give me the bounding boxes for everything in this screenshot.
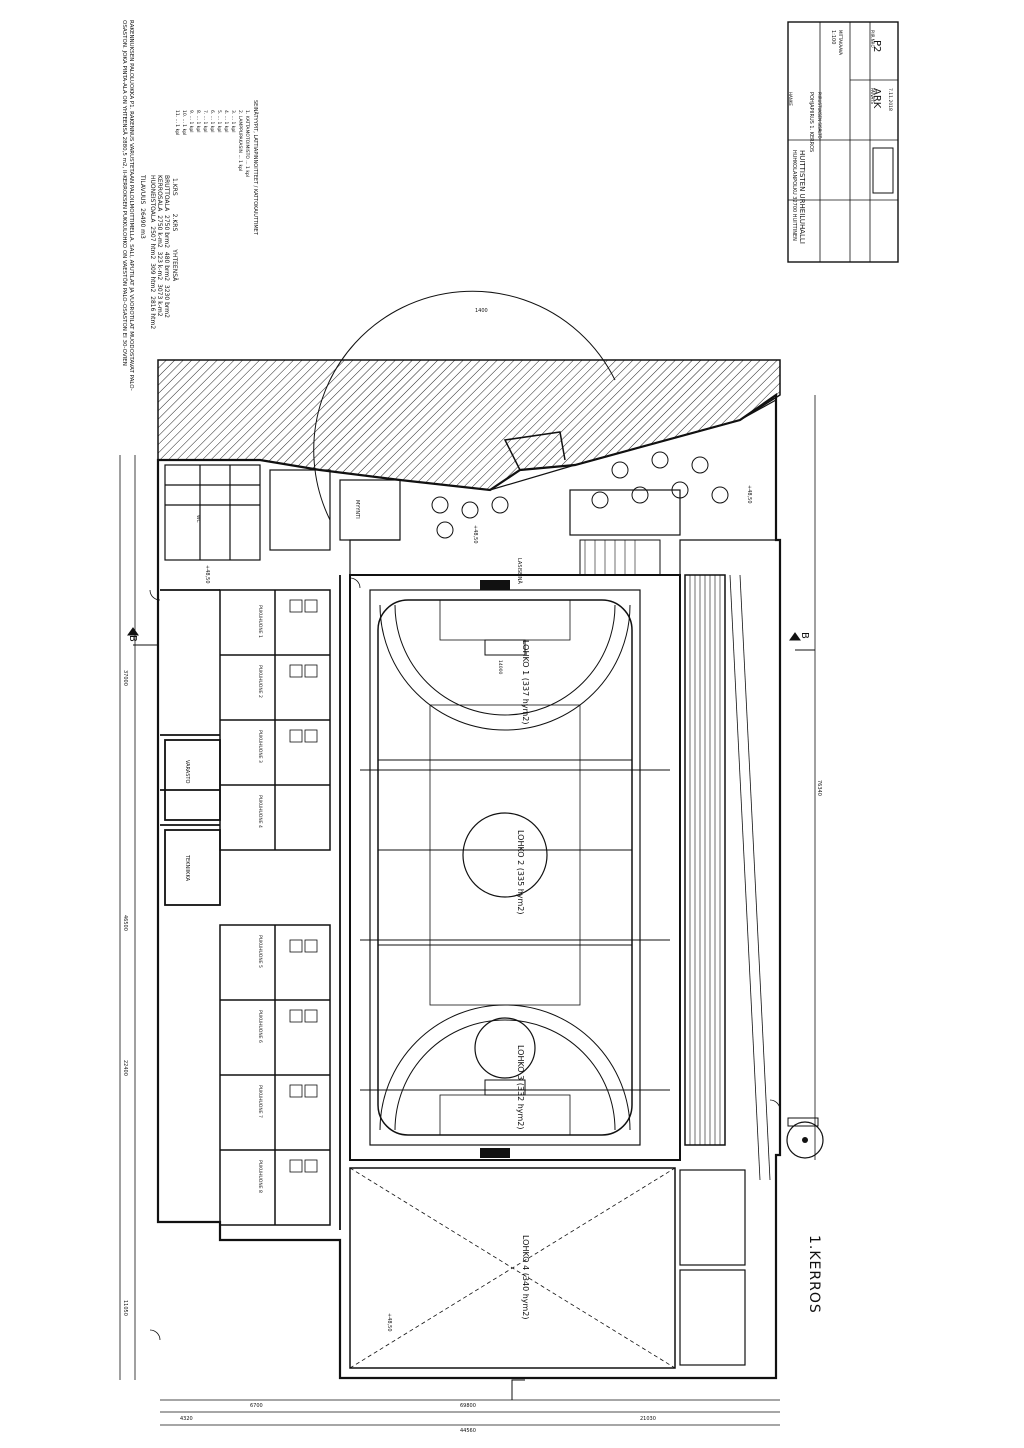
label-puku-1: PUKUHUONE 1 [257, 605, 262, 638]
stamp [872, 147, 894, 194]
tb-date: 7.11.2018 [887, 88, 892, 111]
dim-11050: 11050 [122, 1300, 128, 1316]
label-lohko-3: LOHKO 3 (332 hym2) [516, 1045, 525, 1130]
floorball-rink [377, 599, 633, 1136]
building-outline [156, 392, 782, 1380]
area-table: 1.KRS 2.KRS YHTEENSÄ [171, 178, 178, 282]
tb-label-no: PIIR.NRO [870, 30, 875, 48]
label-puku-4: PUKUHUONE 4 [257, 795, 262, 828]
elevation-3: +48,50 [746, 485, 752, 504]
dim-1400: 1400 [475, 308, 488, 314]
dim-22400: 22400 [122, 1060, 128, 1076]
title-block-frame [787, 21, 899, 263]
label-lohko-2: LOHKO 2 (335 hym2) [516, 830, 525, 915]
cafe-tables [431, 451, 729, 539]
section-mark-b-top: B [127, 635, 138, 642]
lohko-4-area [349, 1167, 676, 1369]
dim-37000: 37000 [122, 670, 128, 686]
tb-drawing: POHJAPIIRUS 1. KERROS [808, 92, 814, 153]
sports-hall [349, 574, 681, 1161]
hatched-canopy [157, 359, 781, 491]
area-row-huoneisto: HUONEISTOALA 2507 htm2 309 htm2 2816 htm… [149, 175, 156, 330]
dim-4320: 4320 [180, 1416, 193, 1422]
wc-block [164, 464, 401, 561]
label-puku-5: PUKUHUONE 5 [257, 935, 262, 968]
label-puku-6: PUKUHUONE 6 [257, 1010, 262, 1043]
area-row-brutto: BRUTTOALA 2750 brm2 480 brm2 3230 brm2 [163, 175, 170, 318]
dim-44560: 44560 [460, 1428, 476, 1434]
playing-field [369, 589, 641, 1146]
label-varasto: VARASTO [184, 760, 190, 784]
elevation-2: +48,50 [204, 565, 210, 584]
dimension-lines [119, 395, 816, 1426]
label-lohko-1: LOHKO 1 (337 hym2) [521, 640, 530, 725]
tb-project: HUITTISTEN URHEILUHALLI [798, 150, 806, 244]
elevation-4: +48,50 [386, 1313, 392, 1332]
area-intro-text: RAKENNUKSEN PALOLUOKKA P1. RAKENNUS VARU… [121, 20, 134, 391]
section-mark-b-bottom: B [799, 632, 810, 639]
entrance-arc [313, 290, 616, 521]
dim-21030: 21030 [640, 1416, 656, 1422]
dim-46500: 46500 [122, 915, 128, 931]
dim-14000: 14000 [497, 660, 502, 675]
tb-address: HUHKOLANPOLKU 32700 HUITTINEN [791, 150, 797, 241]
label-myynti: MYYNTI [354, 500, 360, 519]
center-circle [462, 812, 548, 898]
label-puku-8: PUKUHUONE 8 [257, 1160, 262, 1193]
label-puku-2: PUKUHUONE 2 [257, 665, 262, 698]
area-row-kerros: KERROSALA 2750 k-m2 323 k-m2 3073 k-m2 [156, 175, 163, 317]
spiral-stair [786, 1121, 824, 1159]
entrance-canopy [503, 431, 566, 471]
dim-76340: 76340 [816, 780, 822, 796]
tb-label-date: PÄIVÄYS [870, 88, 875, 104]
label-lohko-4: LOHKO 4 (340 hym2) [521, 1235, 530, 1320]
label-wc: WC [195, 515, 200, 523]
label-lasiseina: LASISEINÄ [516, 558, 522, 584]
notes-title: SEINÄTYYPIT, LATTIAPINNOITTEET / KATTOKA… [252, 100, 258, 235]
section-marks [127, 627, 815, 1400]
tb-label-scale: MITTAKAAVA [838, 30, 843, 55]
floor-label: 1.KERROS [806, 1235, 822, 1314]
dim-6700: 6700 [250, 1403, 263, 1409]
area-row-tilavuus: TILAVUUS 26490 m3 [139, 175, 146, 239]
tb-label-project: HANKE [788, 92, 793, 106]
label-tekniikka: TEKNIIKKA [184, 855, 190, 882]
tb-scale: 1:100 [830, 30, 836, 45]
tb-label-content: PIIRUSTUKSEN SISÄLTÖ [817, 92, 822, 139]
dim-69800: 69800 [460, 1403, 476, 1409]
changing-rooms [219, 589, 331, 1226]
elevation-1: +48,50 [472, 525, 478, 544]
label-puku-7: PUKUHUONE 7 [257, 1085, 262, 1118]
label-puku-3: PUKUHUONE 3 [257, 730, 262, 763]
